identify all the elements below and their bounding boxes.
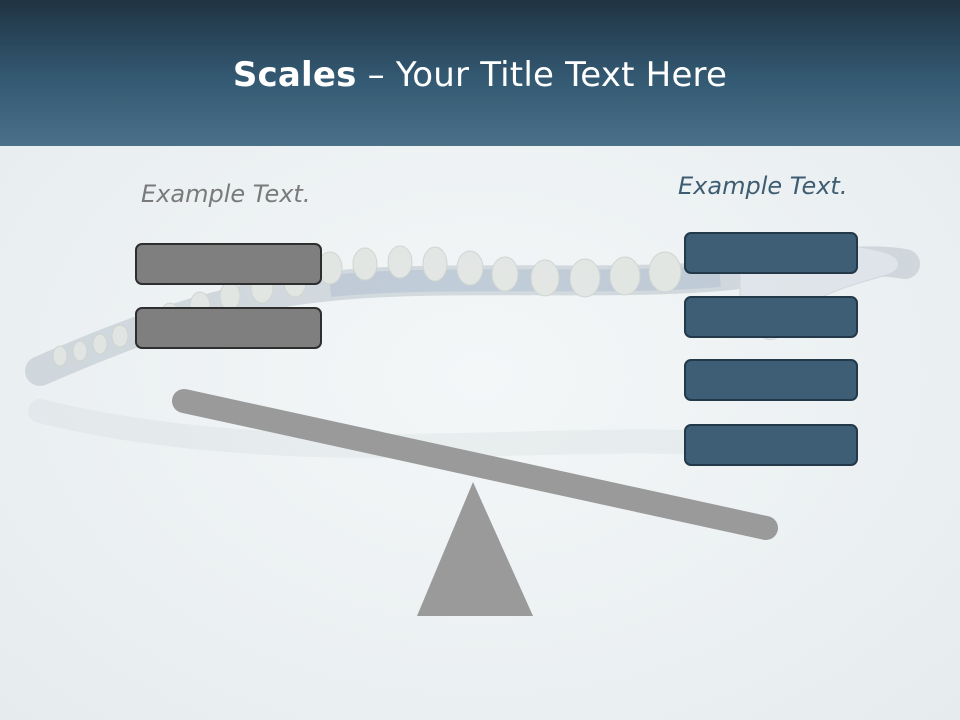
right-text-box-2[interactable] xyxy=(684,296,858,338)
left-text-box-2[interactable] xyxy=(135,307,322,349)
right-text-box-1[interactable] xyxy=(684,232,858,274)
title-rest: – Your Title Text Here xyxy=(356,55,728,95)
title-bold: Scales xyxy=(232,55,357,95)
title-banner: Scales – Your Title Text Here xyxy=(0,0,960,146)
scale-fulcrum xyxy=(417,482,533,616)
slide-title: Scales – Your Title Text Here xyxy=(0,52,960,98)
left-text-box-1[interactable] xyxy=(135,243,322,285)
right-text-box-4[interactable] xyxy=(684,424,858,466)
left-caption: Example Text. xyxy=(141,180,311,208)
right-caption: Example Text. xyxy=(678,172,848,200)
right-text-box-3[interactable] xyxy=(684,359,858,401)
scale-beam xyxy=(172,389,778,540)
